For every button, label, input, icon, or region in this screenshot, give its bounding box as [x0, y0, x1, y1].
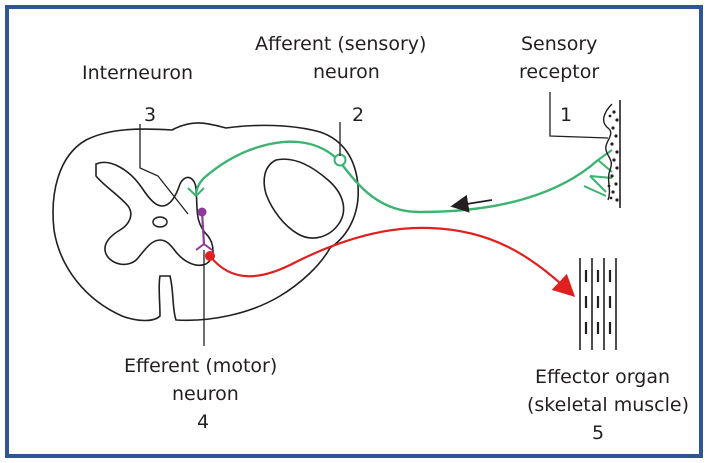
- leader-receptor: [549, 92, 609, 139]
- label-efferent-line1: Efferent (motor): [124, 355, 277, 377]
- label-effector-number: 5: [592, 422, 604, 444]
- spinal-cord-outline: [52, 122, 359, 322]
- afferent-synapse: [187, 187, 205, 197]
- label-afferent-line1: Afferent (sensory): [255, 33, 426, 55]
- label-receptor-line2: receptor: [519, 61, 599, 83]
- receptor-endings: [583, 149, 613, 197]
- diagram-border: [5, 5, 703, 458]
- label-afferent-line2: neuron: [313, 61, 380, 83]
- label-interneuron: Interneuron: [82, 62, 193, 84]
- label-efferent-line2: neuron: [172, 383, 239, 405]
- efferent-neuron-path: [209, 226, 576, 298]
- afferent-cell-body: [333, 153, 347, 167]
- afferent-neuron-path: [194, 140, 599, 214]
- leader-interneuron: [139, 124, 189, 215]
- label-interneuron-number: 3: [144, 104, 156, 126]
- receptor-dots: [607, 110, 619, 202]
- skin-wavy-edge: [602, 103, 613, 201]
- dorsal-horn-region: [263, 158, 345, 239]
- grey-matter: [95, 161, 214, 267]
- label-efferent-number: 4: [197, 411, 209, 433]
- label-effector-line2: (skeletal muscle): [527, 394, 689, 416]
- direction-arrow: [450, 194, 493, 213]
- skeletal-muscle: [579, 258, 617, 350]
- interneuron-cell-body: [197, 207, 207, 217]
- efferent-cell-body: [205, 251, 215, 261]
- label-effector-line1: Effector organ: [535, 366, 670, 388]
- label-receptor-line1: Sensory: [521, 33, 597, 55]
- interneuron-synapse: [195, 243, 213, 251]
- label-afferent-number: 2: [352, 104, 364, 126]
- central-canal: [152, 216, 168, 228]
- interneuron-axon: [200, 211, 206, 245]
- label-receptor-number: 1: [560, 104, 572, 126]
